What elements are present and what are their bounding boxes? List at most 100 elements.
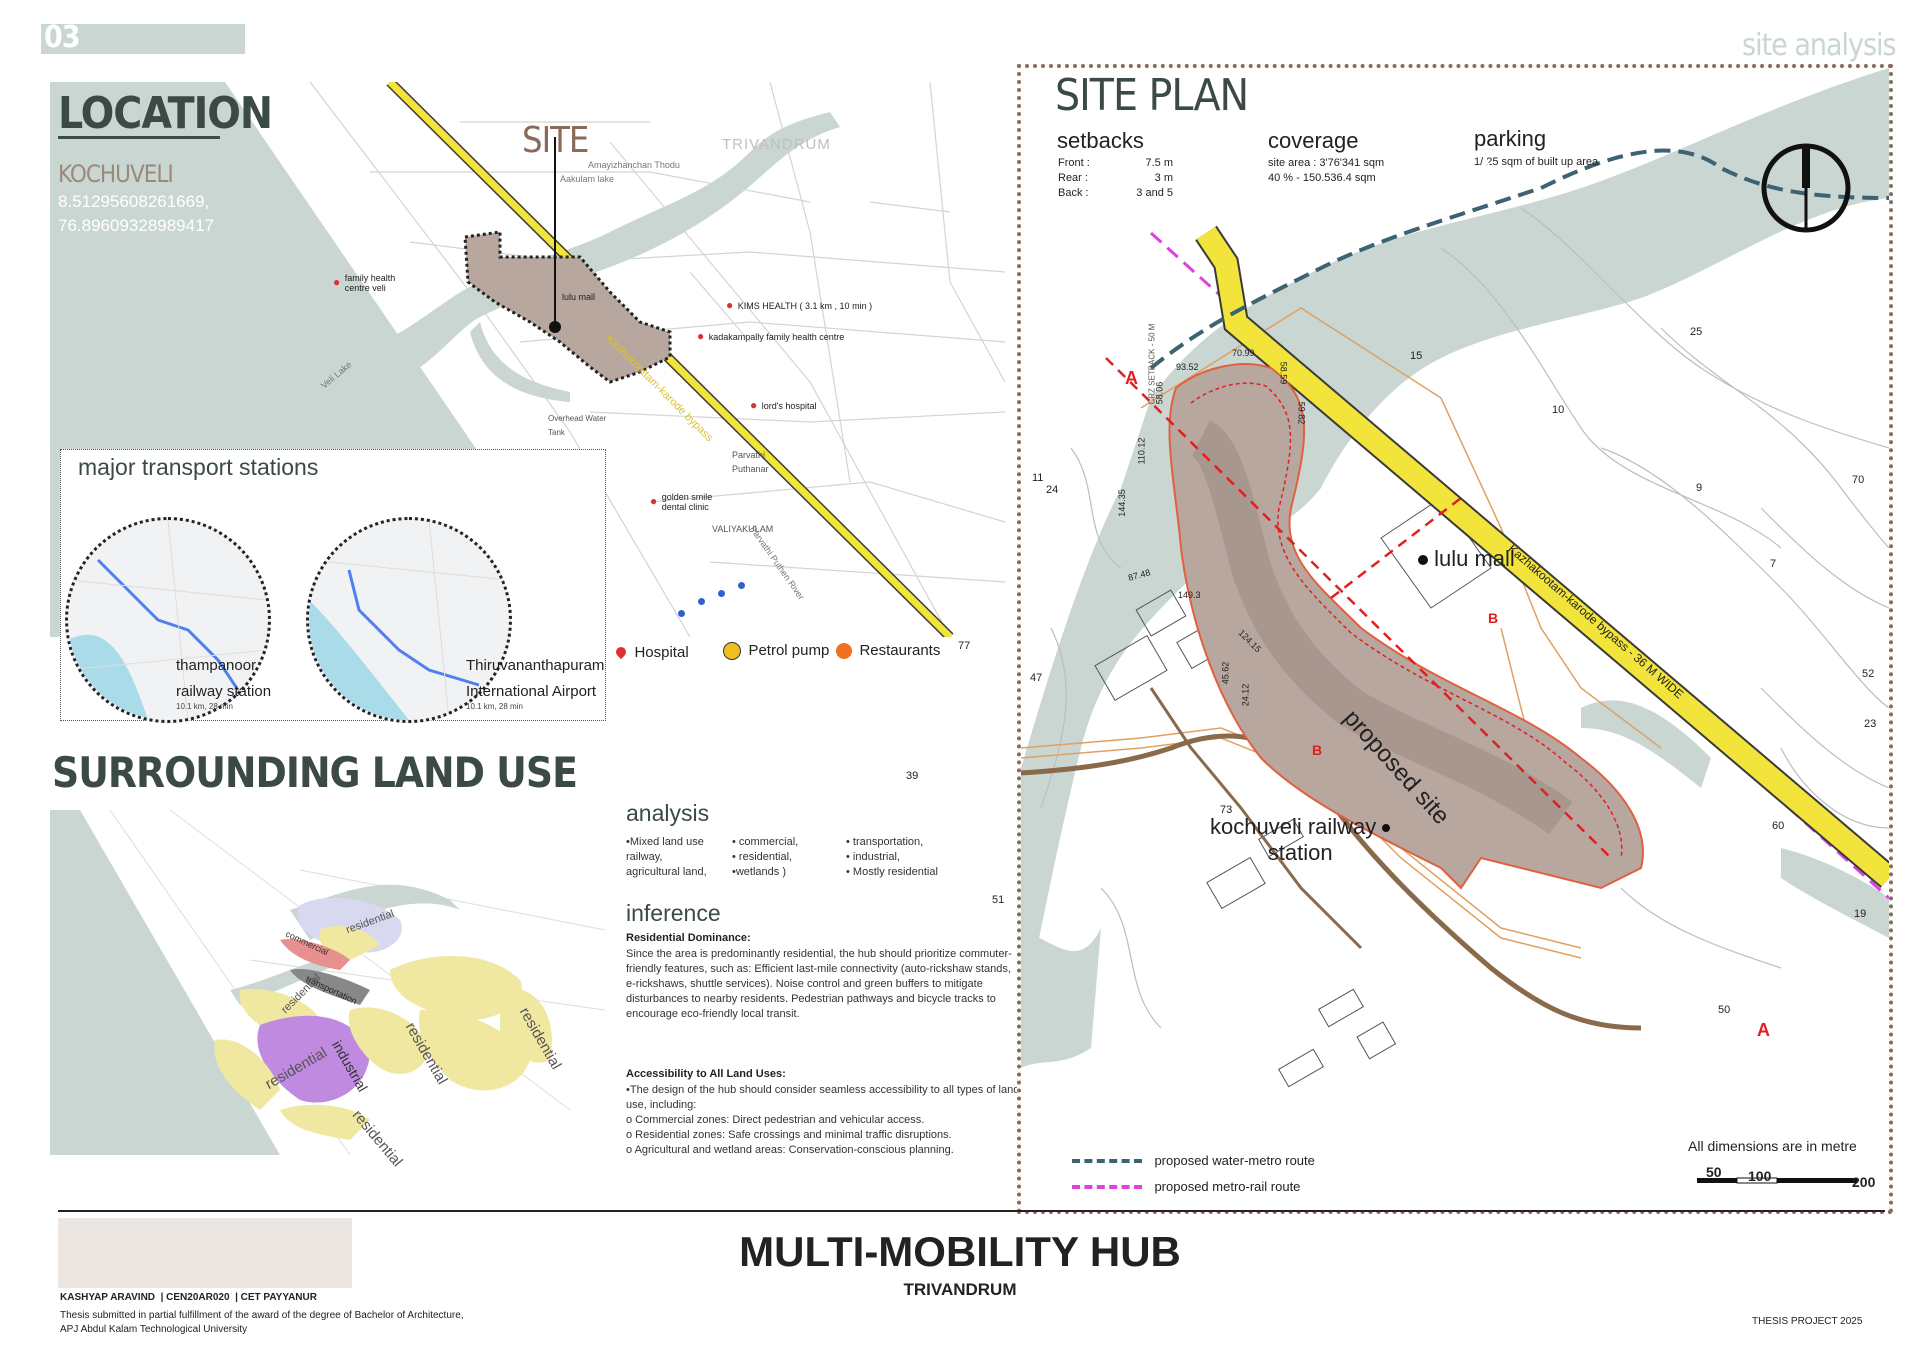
contour-label: 73 [1220,804,1233,816]
author-line: KASHYAP ARAVIND | CEN20AR020 | CET PAYYA… [60,1292,317,1303]
dimension-label: 93.52 [1176,362,1199,372]
inference-bullets: •The design of the hub should consider s… [626,1083,1026,1158]
station-name-airport-2: International Airport [466,683,597,700]
analysis-item: • commercial, [732,836,799,848]
contour-label: 60 [1772,820,1785,832]
analysis-col1: •Mixed land use railway, agricultural la… [626,835,707,880]
scale-bar [1697,1177,1857,1184]
hospital-marker-icon [613,644,629,660]
contour-label: 50 [1718,1004,1731,1016]
dimension-label: 58.06 [1154,381,1165,405]
hospital-marker-icon: ● [726,298,734,312]
dimensions-note: All dimensions are in metre [1688,1138,1857,1154]
section-a-top: A [1125,368,1138,388]
poi-family-health[interactable]: ● family health centre veli [333,273,415,293]
land-use-heading: SURROUNDING LAND USE [52,748,578,797]
poi-label: KIMS HEALTH ( 3.1 km , 10 min ) [737,301,873,311]
site-plan-heading: SITE PLAN [1055,70,1249,121]
hospital-marker-icon: ● [333,275,341,289]
poi-golden-smile[interactable]: ● golden smile dental clinic [650,492,732,512]
coverage-heading: coverage [1268,128,1359,153]
section-a-bottom: A [1757,1020,1770,1040]
land-use-map [50,810,605,1155]
crz-setback-line [1190,382,1623,859]
inference-bullet: o Residential zones: Safe crossings and … [626,1129,952,1141]
station-map-airport[interactable] [306,517,512,723]
scale-label-100: 100 [1748,1168,1772,1184]
legend-hospital: Hospital [613,644,689,662]
place-name: KOCHUVELI [58,160,174,188]
hospital-marker-icon: ● [650,494,658,508]
inference-subheading-2: Accessibility to All Land Uses: [626,1068,786,1080]
analysis-item: •wetlands ) [732,866,786,878]
hospital-marker-icon: ● [697,329,705,343]
north-arrow-icon [1761,143,1851,233]
project-city: TRIVANDRUM [903,1280,1017,1299]
map-label-lulu: lulu mall [562,292,596,302]
legend-water-metro: proposed water-metro route [1072,1152,1315,1170]
section-line-b [1330,497,1462,599]
inference-bullet: •The design of the hub should consider s… [626,1084,1020,1111]
location-dot-icon [1382,824,1391,833]
coordinates-lon: 76.89609328989417 [58,216,214,235]
analysis-col2: • commercial, • residential, •wetlands ) [732,835,798,880]
contour-label: 39 [906,770,919,782]
analysis-item: • Mostly residential [846,866,938,878]
section-b-right: B [1488,610,1499,626]
footer-rule [58,1210,1885,1212]
thesis-line-1: Thesis submitted in partial fulfillment … [60,1310,464,1321]
parking-heading: parking [1474,126,1547,151]
setbacks-heading: setbacks [1057,128,1144,153]
dimension-label: 45.62 [1220,661,1231,685]
station-name-thampanoor-2: railway station [176,683,272,700]
inference-paragraph: Since the area is predominantly resident… [626,948,1012,1020]
poi-label: kadakampally family health centre [708,332,845,342]
scale-label-50: 50 [1706,1164,1722,1180]
location-panel [50,82,1005,637]
water-metro-route [1149,148,1889,370]
dimension-label: 59.82 [1296,401,1307,425]
map-label-parvathi: Parvathi Puthanar [732,450,769,474]
station-map-thampanoor[interactable] [65,517,271,723]
analysis-item: •Mixed land use [626,836,704,848]
legend-metro-rail: proposed metro-rail route [1072,1178,1300,1196]
location-dot-icon [1418,555,1428,566]
restaurant-icon [836,642,852,659]
site-plan-frame [1017,64,1893,1214]
inference-bullet: o Commercial zones: Direct pedestrian an… [626,1114,925,1126]
fuel-icon [723,642,741,660]
section-label: site analysis [1742,28,1897,63]
poi-lords[interactable]: ● lord's hospital [750,396,816,414]
setback-row: Rear :3 m [1058,172,1173,184]
lulu-label: lulu mall [1418,546,1515,572]
contour-label: 11 [1032,472,1044,484]
poi-kadakampally[interactable]: ● kadakampally family health centre [697,327,844,345]
station-meta-airport: 10.1 km, 28 min [466,702,523,711]
coverage-lines: site area : 3'76'341 sqm 40 % - 150.536.… [1268,157,1385,184]
location-heading: LOCATION [58,88,273,139]
contour-label: 25 [1690,326,1703,338]
analysis-heading: analysis [626,800,710,826]
location-heading-underline [58,136,220,139]
contour-label: 47 [1030,672,1043,684]
inference-heading: inference [626,900,721,926]
scale-label-200: 200 [1852,1174,1876,1190]
project-title: MULTI-MOBILITY HUB [739,1228,1181,1275]
poi-kims[interactable]: ● KIMS HEALTH ( 3.1 km , 10 min ) [726,296,872,314]
sheet-number-tab [41,24,245,54]
contour-label: 23 [1864,718,1877,730]
project-year: THESIS PROJECT 2025 [1752,1316,1863,1327]
analysis-item: • industrial, [846,851,900,863]
map-label-overhead: Overhead Water Tank [548,414,607,437]
contour-label: 10 [1552,404,1565,416]
legend-label: Restaurants [859,642,941,659]
analysis-item: railway, [626,851,663,863]
station-meta-thampanoor: 10.1 km, 28 min [176,702,233,711]
proposed-site-outline [1168,363,1644,890]
legend-restaurants: Restaurants [836,642,940,660]
setbacks-table: Front :7.5 m Rear :3 m Back :3 and 5 [1058,156,1173,201]
legend-label: Hospital [634,644,689,661]
thesis-line-2: APJ Abdul Kalam Technological University [60,1324,248,1335]
transport-heading: major transport stations [78,454,319,480]
legend-label: Petrol pump [748,642,830,660]
